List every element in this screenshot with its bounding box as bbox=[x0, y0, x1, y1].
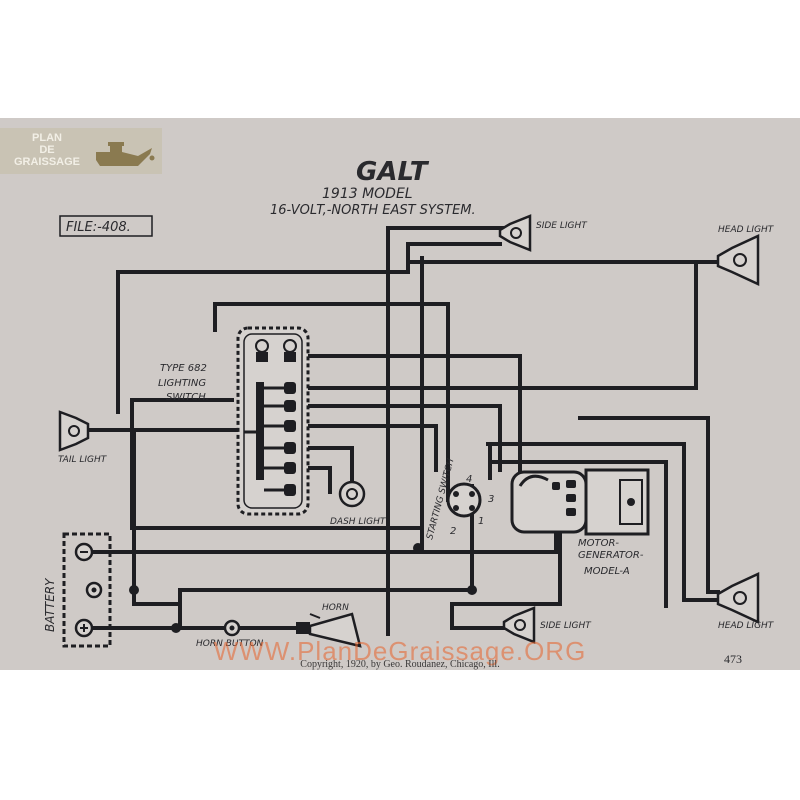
wire-headlight-bottom-b bbox=[488, 460, 668, 608]
wire-sidelight-top-a bbox=[386, 226, 510, 554]
label-switch-3: 3 bbox=[488, 494, 494, 505]
label-head-light-top: HEAD LIGHT bbox=[718, 225, 775, 235]
wire-sidelight-bottom bbox=[450, 602, 506, 630]
title-system: 16-VOLT,-NORTH EAST SYSTEM. bbox=[270, 203, 476, 218]
label-type-switch: TYPE 682 bbox=[160, 363, 207, 374]
switch-inner bbox=[243, 333, 303, 509]
starting-switch-icon bbox=[446, 482, 482, 518]
horn-button-icon bbox=[223, 619, 241, 637]
tail-light-icon bbox=[58, 410, 90, 452]
wire-switch-top bbox=[213, 302, 450, 502]
label-switch-4: 4 bbox=[466, 474, 472, 485]
logo-line-2: DE bbox=[39, 144, 55, 156]
oil-can-icon bbox=[96, 142, 155, 166]
lighting-switch bbox=[236, 326, 310, 516]
wire-left-loop bbox=[130, 398, 420, 530]
head-light-bottom-icon bbox=[716, 572, 760, 624]
label-model-a: MODEL-A bbox=[584, 566, 630, 577]
switch-terminal bbox=[284, 484, 296, 496]
label-horn: HORN bbox=[322, 603, 349, 613]
label-side-light-top: SIDE LIGHT bbox=[536, 221, 588, 231]
wire-sidelight-top-b bbox=[406, 242, 502, 274]
switch-terminal bbox=[284, 462, 296, 474]
switch-bus-bar bbox=[256, 382, 264, 480]
label-switch: SWITCH. bbox=[166, 392, 209, 403]
label-dash-light: DASH LIGHT bbox=[330, 517, 387, 527]
label-head-light-bottom: HEAD LIGHT bbox=[718, 621, 775, 631]
dash-light-icon bbox=[338, 480, 366, 508]
battery-icon bbox=[62, 532, 112, 648]
label-switch-1: 1 bbox=[478, 516, 484, 527]
page-number: 473 bbox=[724, 652, 742, 666]
horn-icon bbox=[296, 612, 362, 648]
wire-battery-neg bbox=[92, 484, 474, 630]
head-light-top-icon bbox=[716, 234, 760, 286]
switch-terminal bbox=[284, 400, 296, 412]
label-switch-2: 2 bbox=[450, 526, 456, 537]
logo-line-1: PLAN bbox=[32, 132, 62, 144]
logo-text: PLAN DE GRAISSAGE bbox=[4, 132, 90, 168]
wire-term-5 bbox=[294, 446, 354, 484]
junction bbox=[129, 585, 139, 595]
switch-contact bbox=[256, 352, 268, 362]
wire-term-3 bbox=[294, 404, 502, 472]
logo-line-3: GRAISSAGE bbox=[13, 156, 80, 168]
junction bbox=[467, 585, 477, 595]
label-battery: BATTERY bbox=[43, 577, 57, 632]
wire-headlight-bottom-a bbox=[486, 442, 720, 602]
watermark: WWW.PlanDeGraissage.ORG bbox=[213, 636, 587, 666]
label-motor: MOTOR- bbox=[578, 538, 619, 549]
junction bbox=[413, 543, 423, 553]
wire-term-1 bbox=[294, 354, 522, 482]
label-side-light-bottom: SIDE LIGHT bbox=[540, 621, 592, 631]
switch-housing bbox=[236, 326, 310, 516]
switch-terminal bbox=[284, 442, 296, 454]
side-light-top-icon bbox=[498, 214, 532, 252]
label-horn-button: HORN BUTTON bbox=[196, 639, 264, 649]
wire-term-4 bbox=[294, 424, 438, 472]
file-label-box bbox=[59, 215, 153, 237]
wire-term-2 bbox=[294, 260, 698, 390]
title-model: 1913 MODEL bbox=[322, 186, 413, 202]
junction bbox=[171, 623, 181, 633]
motor-generator-icon bbox=[510, 468, 650, 536]
label-generator: GENERATOR- bbox=[578, 550, 644, 561]
label-lighting: LIGHTING bbox=[158, 378, 206, 389]
file-label: FILE:-408. bbox=[66, 220, 131, 235]
title-make: GALT bbox=[356, 157, 430, 187]
logo bbox=[0, 128, 162, 174]
copyright: Copyright, 1920, by Geo. Roudanez, Chica… bbox=[300, 659, 500, 670]
switch-contact bbox=[284, 352, 296, 362]
switch-terminal bbox=[284, 420, 296, 432]
switch-terminal bbox=[284, 382, 296, 394]
junctions bbox=[129, 543, 477, 633]
wire-headlight-bottom-c bbox=[578, 416, 720, 594]
wires bbox=[78, 226, 720, 636]
side-light-bottom-icon bbox=[502, 606, 536, 644]
wire-sidelight-bottom-b bbox=[450, 518, 562, 606]
label-tail-light: TAIL LIGHT bbox=[58, 455, 108, 465]
